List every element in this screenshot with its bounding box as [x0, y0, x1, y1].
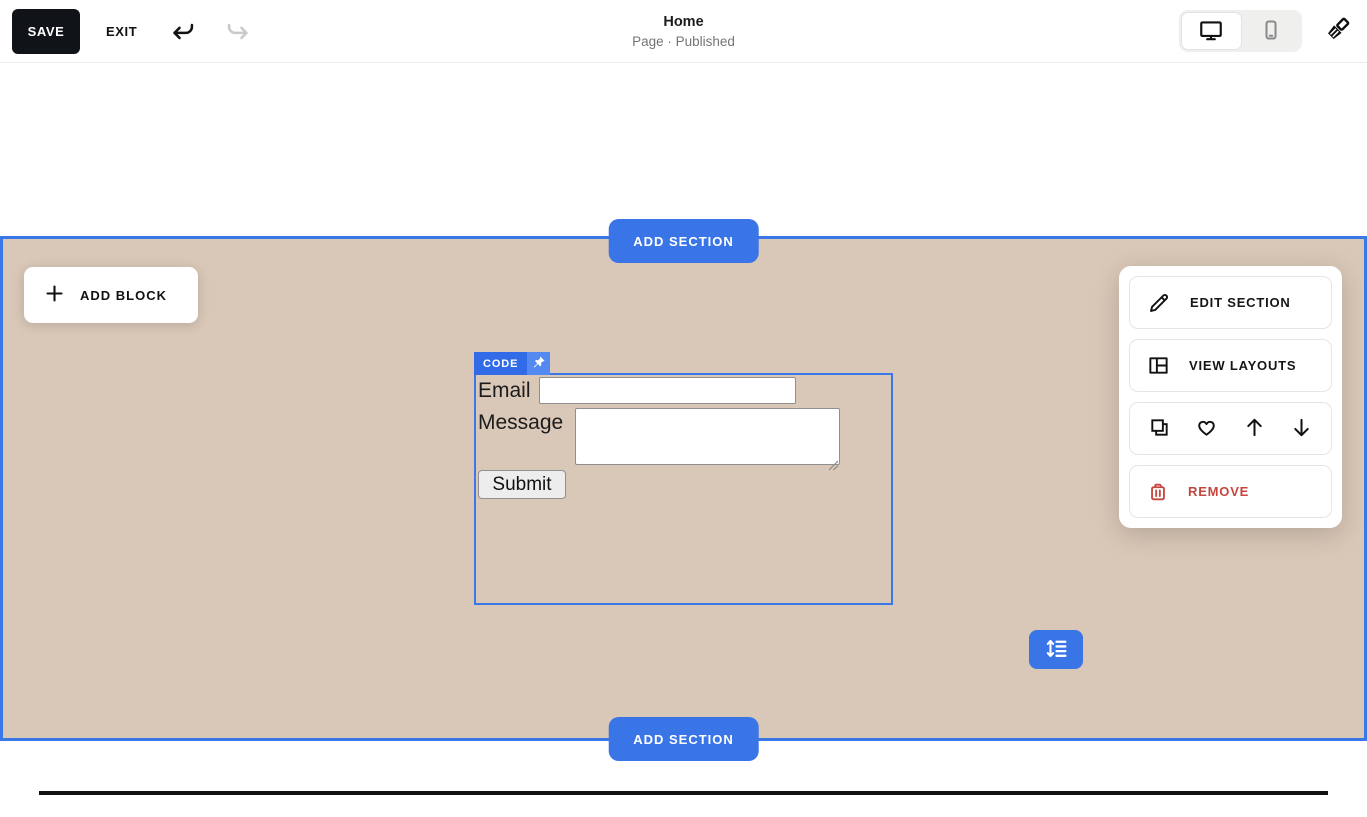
remove-section-label: REMOVE: [1188, 484, 1250, 499]
site-styles-button[interactable]: [1323, 15, 1352, 47]
pencil-icon: [1144, 288, 1174, 318]
view-layouts-button[interactable]: VIEW LAYOUTS: [1129, 339, 1332, 392]
notification-dot: [1278, 17, 1287, 26]
email-input[interactable]: [539, 377, 796, 404]
arrow-down-icon: [1290, 416, 1313, 442]
mobile-icon: [1259, 18, 1283, 45]
move-section-down-button[interactable]: [1287, 413, 1316, 445]
move-section-up-button[interactable]: [1240, 413, 1269, 445]
add-section-bottom-button[interactable]: ADD SECTION: [608, 717, 759, 761]
submit-button[interactable]: Submit: [478, 470, 566, 499]
top-toolbar: SAVE EXIT Home: [0, 0, 1367, 63]
code-block-tag[interactable]: CODE: [474, 352, 551, 375]
paintbrush-icon: [1323, 15, 1352, 47]
undo-icon: [170, 16, 197, 46]
next-section-divider: [39, 791, 1328, 795]
page-status: Page · Published: [632, 33, 735, 49]
redo-icon: [224, 16, 251, 46]
section-actions-row: [1129, 402, 1332, 455]
desktop-icon: [1198, 17, 1224, 46]
edit-section-button[interactable]: EDIT SECTION: [1129, 276, 1332, 329]
add-section-top-button[interactable]: ADD SECTION: [608, 219, 759, 263]
code-block[interactable]: CODE Email Message Submit: [474, 352, 893, 605]
layouts-icon: [1144, 351, 1173, 380]
row-spacing-icon: [1044, 636, 1069, 664]
device-preview-toggle: [1179, 10, 1302, 52]
exit-button[interactable]: EXIT: [106, 23, 138, 39]
view-layouts-label: VIEW LAYOUTS: [1189, 358, 1297, 373]
save-button[interactable]: SAVE: [12, 8, 80, 54]
code-block-tag-label: CODE: [474, 352, 528, 375]
email-label: Email: [478, 379, 531, 402]
desktop-view-button[interactable]: [1181, 12, 1242, 50]
toolbar-left-group: SAVE EXIT: [12, 0, 251, 62]
redo-button[interactable]: [224, 16, 251, 46]
message-label: Message: [478, 411, 564, 434]
undo-button[interactable]: [170, 16, 197, 46]
arrow-up-icon: [1243, 416, 1266, 442]
toolbar-right-group: [1179, 0, 1367, 62]
remove-section-button[interactable]: REMOVE: [1129, 465, 1332, 518]
pushpin-icon: [531, 355, 546, 373]
mobile-view-button[interactable]: [1242, 12, 1301, 50]
add-block-label: ADD BLOCK: [80, 287, 167, 303]
add-block-button[interactable]: ADD BLOCK: [24, 267, 198, 323]
heart-icon: [1195, 416, 1218, 442]
save-section-button[interactable]: [1192, 413, 1221, 445]
pin-button[interactable]: [527, 352, 551, 375]
plus-icon: [44, 283, 65, 307]
page-title: Home: [663, 13, 704, 30]
message-textarea[interactable]: [575, 408, 840, 465]
duplicate-section-button[interactable]: [1145, 413, 1174, 445]
embedded-form: Email Message Submit: [476, 375, 891, 603]
section-control-panel: EDIT SECTION VIEW LAYOUTS: [1119, 266, 1342, 528]
edit-section-label: EDIT SECTION: [1190, 295, 1291, 310]
adjust-spacing-button[interactable]: [1029, 630, 1083, 669]
duplicate-icon: [1148, 416, 1171, 442]
trash-icon: [1144, 478, 1172, 506]
